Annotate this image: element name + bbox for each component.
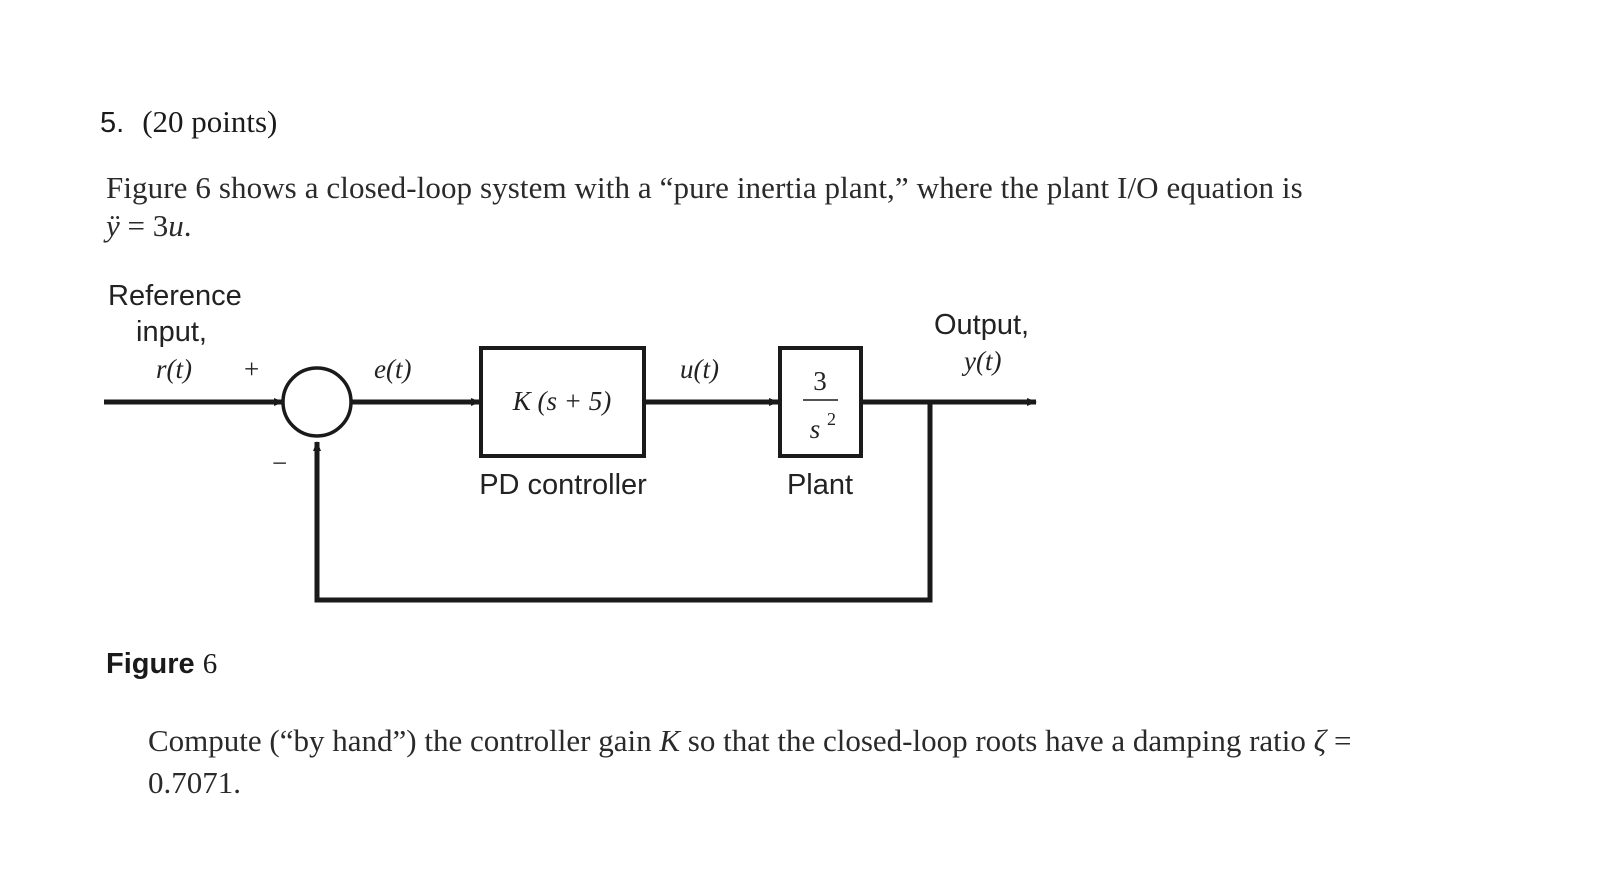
figure-caption: Figure 6 [106,648,217,681]
summing-junction [281,366,353,438]
controller-block [479,346,646,458]
equation-equals: = 3 [119,208,169,243]
task-line-1: Compute (“by hand”) the controller gain … [148,723,1351,759]
plant-label: Plant [787,469,853,501]
error-signal-label: e(t) [374,354,411,384]
equation-var: u [168,208,184,243]
figure-caption-number: 6 [202,648,218,680]
control-signal-label: u(t) [680,354,719,384]
intro-line-1: Figure 6 shows a closed-loop system with… [106,170,1303,205]
equation-lhs: ÿ [106,208,120,243]
reference-label-line1: Reference [108,280,242,312]
plus-sign: + [244,354,259,384]
task-variable-k: K [659,723,681,758]
task-text-a: Compute (“by hand”) the controller gain [148,723,660,758]
question-number: 5. [100,107,125,139]
task-equals: = [1326,723,1352,758]
task-zeta: ζ [1313,723,1327,758]
reference-signal-label: r(t) [156,354,192,384]
figure-caption-word: Figure [106,648,195,680]
output-label: Output, [934,309,1029,341]
output-signal-label: y(t) [961,346,1001,376]
equation-period: . [183,208,192,243]
feedback-path [313,402,933,603]
question-points: (20 points) [142,104,278,139]
plant-numerator: 3 [813,366,827,396]
controller-transfer-function: K (s + 5) [512,386,611,416]
question-header: 5. (20 points) [100,104,277,140]
plant-denominator: s [810,414,821,444]
plant-denominator-exponent: 2 [827,409,836,429]
intro-equation: ÿ = 3u. [106,208,192,244]
controller-label: PD controller [479,469,647,501]
reference-label-line2: input, [136,316,207,348]
task-text-b: so that the closed-loop roots have a dam… [680,723,1314,758]
plant-block [778,346,863,458]
minus-sign: − [272,448,287,478]
task-line-2: 0.7071. [148,765,241,800]
